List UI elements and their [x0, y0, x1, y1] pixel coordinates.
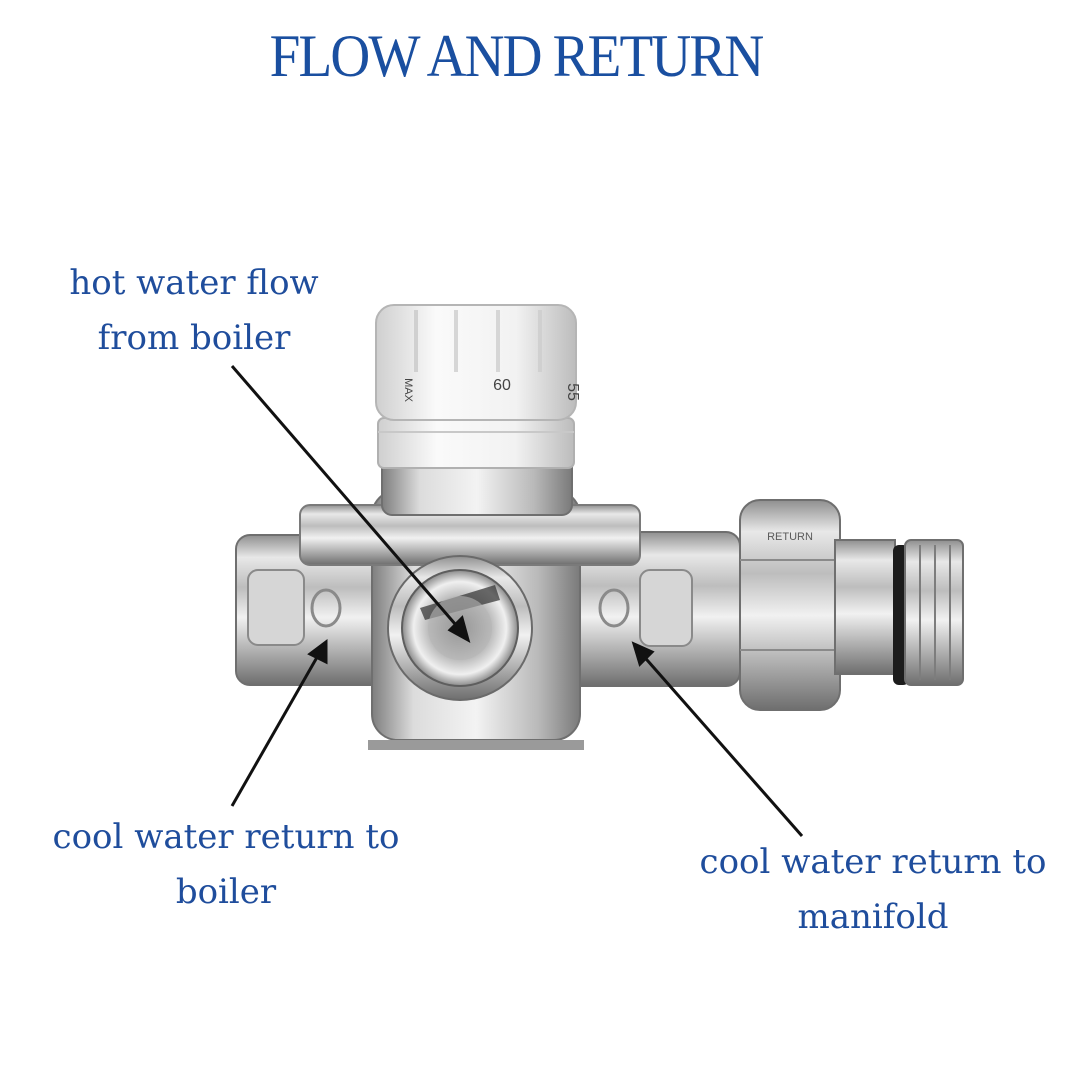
temperature-knob[interactable]: MAX 60 55: [375, 304, 581, 469]
arrow-hot-flow: [230, 365, 471, 644]
union-return-mark: RETURN: [767, 531, 813, 543]
label-boiler-line2: boiler: [175, 872, 277, 912]
threaded-tail: [834, 539, 964, 686]
diagram-title: FLOW AND RETURN: [269, 23, 765, 89]
label-boiler-line1: cool water return to: [52, 817, 400, 857]
label-return-to-manifold: cool water return to manifold: [680, 835, 1066, 945]
union-nut: RETURN: [739, 499, 841, 711]
label-hot-line2: from boiler: [97, 318, 291, 358]
label-hot-water-flow: hot water flow from boiler: [40, 256, 348, 366]
knob-max-mark: MAX: [402, 378, 414, 403]
knob-55-mark: 55: [564, 383, 581, 401]
arrow-return-boiler: [230, 639, 328, 807]
arrow-return-manifold: [631, 641, 804, 837]
annotation-arrows: [230, 365, 804, 837]
label-manifold-line2: manifold: [797, 897, 949, 937]
label-return-to-boiler: cool water return to boiler: [30, 810, 422, 920]
label-hot-line1: hot water flow: [69, 263, 319, 303]
knob-60-mark: 60: [493, 377, 511, 394]
label-manifold-line1: cool water return to: [699, 842, 1047, 882]
